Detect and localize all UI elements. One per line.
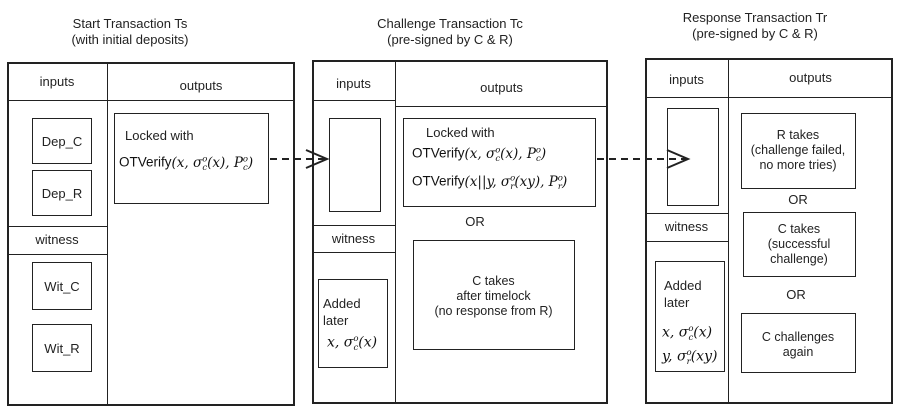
challenge-otverify-label-1: OTVerify <box>412 145 465 161</box>
challenge-locked-output-box: Locked with OTVerify(x, σoc(x), Poc) OTV… <box>403 118 596 207</box>
response-column-divider <box>728 58 729 404</box>
wit-c-box: Wit_C <box>32 262 92 310</box>
challenge-otverify-expression-2: OTVerify(x||y, σor(xy), Por) <box>412 173 568 193</box>
response-added-label: Added <box>664 278 702 293</box>
response-title-line2: (pre-signed by C & R) <box>692 26 818 41</box>
start-column-divider <box>107 62 108 406</box>
challenge-c-takes-line1: C takes <box>472 274 515 288</box>
response-c-challenges-box: C challenges again <box>741 313 856 373</box>
wit-c-label: Wit_C <box>44 278 80 294</box>
challenge-outputs-divider <box>395 106 608 107</box>
response-c-takes-line3: challenge) <box>770 252 828 266</box>
start-witness-bottom-divider <box>7 254 107 255</box>
challenge-locked-with-label: Locked with <box>426 125 495 140</box>
challenge-title-line2: (pre-signed by C & R) <box>387 32 513 47</box>
challenge-transaction-box <box>312 60 608 404</box>
response-or-label-2: OR <box>786 287 806 302</box>
response-r-takes-line1: R takes <box>776 128 820 142</box>
challenge-inputs-divider <box>312 100 395 101</box>
response-inputs-header: inputs <box>669 72 704 87</box>
wit-r-box: Wit_R <box>32 324 92 372</box>
response-c-challenges-line1: C challenges <box>761 330 835 344</box>
challenge-otverify-label-2: OTVerify <box>412 173 465 189</box>
wit-r-label: Wit_R <box>44 340 80 356</box>
start-witness-top-divider <box>7 226 107 227</box>
start-title-line2: (with initial deposits) <box>71 32 189 47</box>
challenge-witness-label: witness <box>331 231 376 246</box>
challenge-added-label: Added <box>323 296 361 311</box>
challenge-otverify-expression-1: OTVerify(x, σoc(x), Poc) <box>412 145 547 165</box>
challenge-witness-bottom-divider <box>312 252 395 253</box>
start-otverify-label: OTVerify <box>119 154 172 170</box>
response-input-slot <box>667 108 719 206</box>
response-r-takes-box: R takes (challenge failed, no more tries… <box>741 113 856 189</box>
start-outputs-header: outputs <box>179 78 223 93</box>
start-to-challenge-arrowhead <box>305 149 330 169</box>
response-witness-values-2: y, σor(xy) <box>662 348 718 368</box>
start-witness-label: witness <box>35 232 79 247</box>
challenge-outputs-header: outputs <box>480 80 523 95</box>
response-witness-bottom-divider <box>645 241 728 242</box>
start-locked-with-label: Locked with <box>125 128 194 143</box>
dep-c-box: Dep_C <box>32 118 92 164</box>
challenge-c-takes-text: C takes after timelock (no response from… <box>414 274 573 319</box>
response-witness-label: witness <box>664 219 709 234</box>
response-title-line1: Response Transaction Tr <box>682 10 828 25</box>
response-header-divider <box>645 97 893 98</box>
challenge-input-slot <box>329 118 381 212</box>
response-c-takes-text: C takes (successful challenge) <box>744 222 854 267</box>
response-r-takes-line2: (challenge failed, <box>750 143 846 157</box>
dep-c-label: Dep_C <box>41 133 83 149</box>
challenge-witness-values: x, σoc(x) <box>327 334 378 354</box>
response-c-takes-box: C takes (successful challenge) <box>743 212 856 277</box>
start-transaction-box <box>7 62 295 406</box>
challenge-witness-top-divider <box>312 225 395 226</box>
challenge-column-divider <box>395 60 396 404</box>
start-inputs-header: inputs <box>39 74 75 89</box>
start-title: Start Transaction Ts (with initial depos… <box>30 16 230 48</box>
dep-r-label: Dep_R <box>41 185 83 201</box>
challenge-inputs-header: inputs <box>336 76 371 91</box>
dep-r-box: Dep_R <box>32 170 92 216</box>
challenge-title-line1: Challenge Transaction Tc <box>377 16 523 31</box>
challenge-added-later-box: Added later x, σoc(x) <box>318 279 388 368</box>
response-witness-top-divider <box>645 213 728 214</box>
response-transaction-box <box>645 58 893 404</box>
challenge-or-label: OR <box>465 214 485 229</box>
response-c-takes-line2: (successful <box>767 237 831 251</box>
response-witness-values-1: x, σoc(x) <box>662 324 713 344</box>
response-later-label: later <box>664 295 690 310</box>
start-locked-output-box: Locked with OTVerify(x, σoc(x), Poc) <box>114 113 269 204</box>
response-c-challenges-text: C challenges again <box>742 330 854 360</box>
challenge-title: Challenge Transaction Tc (pre-signed by … <box>340 16 560 48</box>
response-outputs-header: outputs <box>789 70 832 85</box>
challenge-timelock-output-box: C takes after timelock (no response from… <box>413 240 575 350</box>
response-r-takes-line3: no more tries) <box>759 158 837 172</box>
start-header-divider <box>7 100 295 101</box>
challenge-to-response-arrowhead <box>666 149 691 169</box>
response-c-challenges-line2: again <box>782 345 814 359</box>
response-or-label-1: OR <box>788 192 808 207</box>
challenge-c-takes-line2: after timelock <box>456 289 531 303</box>
response-title: Response Transaction Tr (pre-signed by C… <box>655 10 855 42</box>
challenge-c-takes-line3: (no response from R) <box>434 304 553 318</box>
start-title-line1: Start Transaction Ts <box>72 16 188 31</box>
response-c-takes-line1: C takes <box>777 222 821 236</box>
response-added-later-box: Added later x, σoc(x) y, σor(xy) <box>655 261 725 372</box>
start-otverify-expression: OTVerify(x, σoc(x), Poc) <box>119 154 254 174</box>
response-r-takes-text: R takes (challenge failed, no more tries… <box>742 128 854 173</box>
challenge-later-label: later <box>323 313 349 328</box>
